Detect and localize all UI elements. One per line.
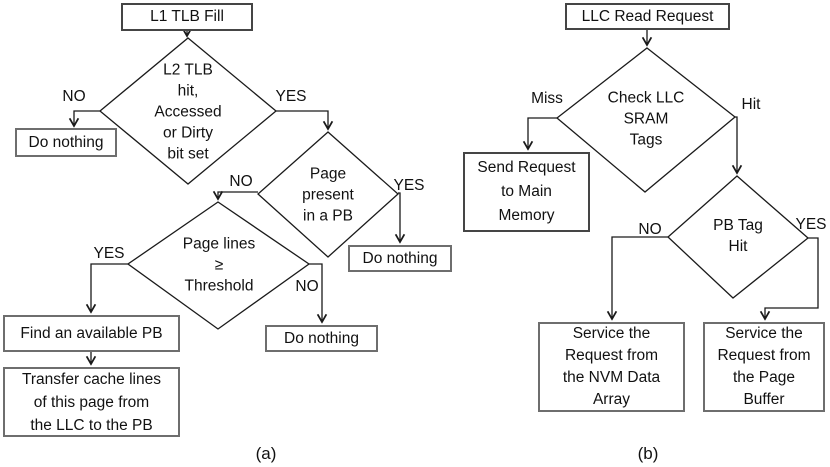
edge-label-a-yes-3: YES: [93, 245, 125, 262]
service-page-buffer-box: Service the Request from the Page Buffer: [703, 322, 825, 412]
decision-diamond-l2-tlb-hit: [98, 37, 278, 185]
transfer-cache-lines-box: Transfer cache lines of this page from t…: [3, 367, 180, 437]
decision-text-page-lines-threshold: Page lines ≥ Threshold: [182, 235, 256, 295]
service-nvm-data-array-box: Service the Request from the NVM Data Ar…: [538, 322, 685, 412]
caption-b: (b): [637, 444, 659, 463]
edge-label-b-hit: Hit: [741, 96, 761, 113]
decision-text-pb-tag-hit: PB Tag Hit: [713, 217, 763, 255]
do-nothing-box-bottom: Do nothing: [265, 325, 378, 352]
do-nothing-box-right: Do nothing: [348, 245, 452, 272]
send-request-main-memory-box: Send Request to Main Memory: [463, 152, 590, 232]
start-node-llc-read-request: LLC Read Request: [565, 3, 730, 30]
connector-a-no-to-do-nothing-bottom: [309, 263, 322, 322]
edge-label-b-no: NO: [638, 221, 662, 238]
find-available-pb-box: Find an available PB: [3, 315, 180, 352]
start-node-l1-tlb-fill: L1 TLB Fill: [121, 3, 253, 31]
edge-label-a-yes-2: YES: [393, 177, 425, 194]
decision-diamond-page-lines-threshold: [126, 201, 311, 330]
connector-b-miss-to-main-memory: [528, 117, 557, 149]
do-nothing-box-left: Do nothing: [15, 128, 117, 157]
connector-a-yes-to-do-nothing-right: [398, 192, 400, 242]
connector-a-no-to-page-lines: [218, 192, 258, 199]
edge-label-b-miss: Miss: [531, 90, 563, 107]
connector-a-yes-to-find-pb: [91, 263, 128, 312]
decision-text-l2-tlb-hit: L2 TLB hit, Accessed or Dirty bit set: [154, 61, 222, 163]
decision-text-check-llc-sram-tags: Check LLC SRAM Tags: [607, 89, 685, 149]
edge-label-a-no-2: NO: [229, 173, 253, 190]
edge-label-b-yes: YES: [795, 216, 827, 233]
connector-b-no-to-service-nvm: [612, 236, 668, 319]
edge-label-a-no-1: NO: [62, 88, 86, 105]
connector-a-no-to-do-nothing-left: [74, 110, 100, 126]
edge-label-a-no-3: NO: [295, 278, 319, 295]
connector-b-yes-to-service-pb: [765, 237, 819, 319]
decision-text-page-present: Page present in a PB: [302, 165, 354, 225]
decision-diamond-check-llc-sram-tags: [555, 47, 737, 193]
decision-diamond-page-present: [257, 131, 399, 258]
connector-b-hit-to-pb-tag: [735, 116, 737, 173]
caption-a: (a): [255, 444, 277, 463]
edge-label-a-yes-1: YES: [275, 88, 307, 105]
connector-a-yes-to-page-present: [276, 110, 328, 129]
decision-diamond-pb-tag-hit: [667, 175, 810, 299]
